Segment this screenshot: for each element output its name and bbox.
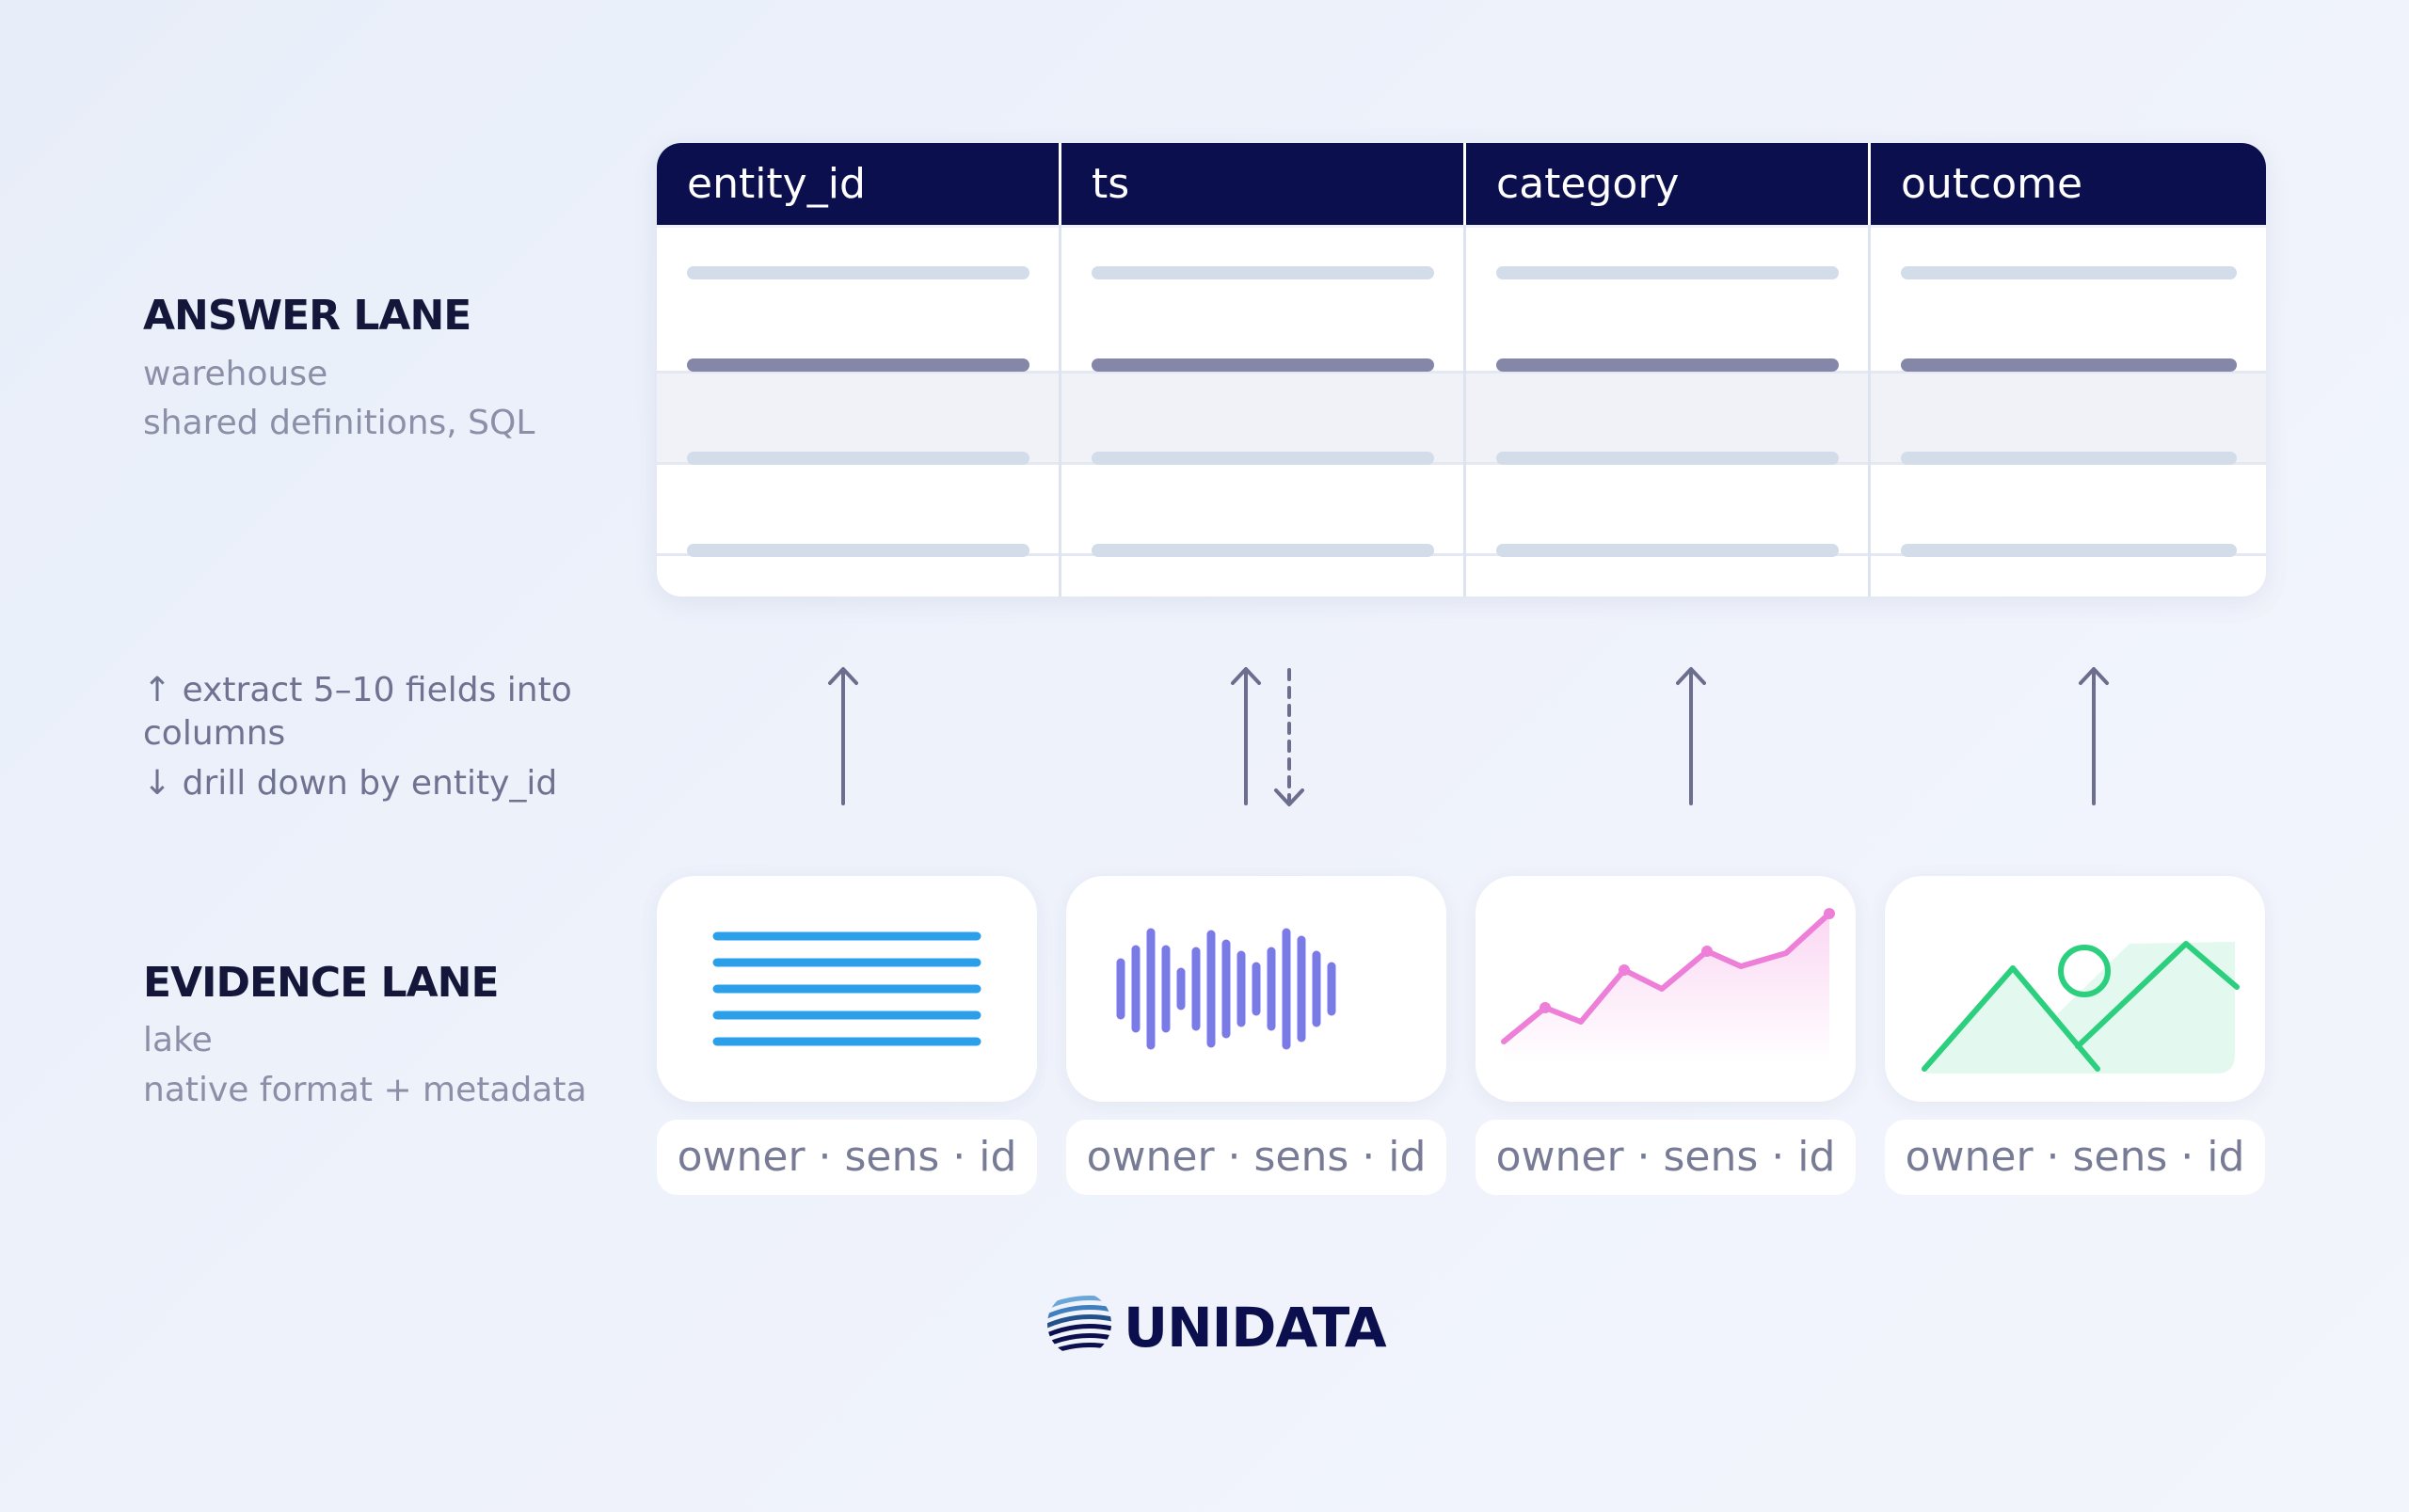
column-divider — [1868, 143, 1871, 597]
metadata-chip: owner · sens · id — [1066, 1120, 1446, 1195]
evidence-card-text — [657, 876, 1037, 1102]
evidence-lane-subtitle-1: lake — [143, 1021, 213, 1059]
cell-placeholder — [1092, 452, 1434, 465]
column-divider — [1463, 143, 1466, 597]
logo-wordmark: UNIDATA — [1124, 1296, 1387, 1360]
cell-placeholder — [1901, 452, 2237, 465]
up-arrow — [2079, 667, 2109, 805]
cell-placeholder — [687, 266, 1029, 279]
cell-placeholder — [1092, 544, 1434, 557]
cell-placeholder — [1901, 266, 2237, 279]
evidence-lane-title: EVIDENCE LANE — [143, 959, 500, 1007]
column-divider — [1059, 143, 1061, 597]
up-arrow — [828, 667, 858, 805]
text-document-icon — [712, 931, 981, 1046]
table-header: entity_id ts category outcome — [657, 143, 2266, 225]
column-header-ts: ts — [1092, 160, 1130, 208]
header-divider — [1463, 143, 1466, 225]
header-divider — [1059, 143, 1061, 225]
row-divider — [657, 371, 2266, 374]
header-divider — [1868, 143, 1871, 225]
line-chart-icon — [1501, 908, 1835, 1064]
cell-placeholder — [1496, 452, 1839, 465]
cell-placeholder-highlighted — [687, 358, 1029, 372]
cell-placeholder — [687, 544, 1029, 557]
cell-placeholder — [1092, 266, 1434, 279]
warehouse-table: entity_id ts category outcome — [657, 143, 2266, 597]
audio-waveform-icon — [1116, 928, 1336, 1050]
cell-placeholder — [1496, 544, 1839, 557]
row-divider — [657, 225, 2266, 228]
evidence-lane-subtitle-2: native format + metadata — [143, 1071, 587, 1109]
drill-down-arrow — [1274, 668, 1304, 806]
up-arrow — [1231, 667, 1261, 805]
column-header-entity-id: entity_id — [687, 160, 866, 208]
image-landscape-icon — [1922, 941, 2240, 1074]
cell-placeholder — [687, 452, 1029, 465]
cell-placeholder-highlighted — [1496, 358, 1839, 372]
up-arrow — [1676, 667, 1706, 805]
cell-placeholder-highlighted — [1901, 358, 2237, 372]
metadata-chip: owner · sens · id — [657, 1120, 1037, 1195]
answer-lane-subtitle-1: warehouse — [143, 355, 328, 393]
flow-note-3: ↓ drill down by entity_id — [143, 764, 558, 803]
metadata-chip: owner · sens · id — [1885, 1120, 2265, 1195]
flow-note-1: ↑ extract 5–10 fields into — [143, 671, 572, 709]
cell-placeholder-highlighted — [1092, 358, 1434, 372]
globe-logo-icon — [1047, 1296, 1111, 1356]
answer-lane-title: ANSWER LANE — [143, 292, 471, 340]
column-header-category: category — [1496, 160, 1680, 208]
metadata-chip: owner · sens · id — [1476, 1120, 1856, 1195]
evidence-card-audio — [1066, 876, 1446, 1102]
evidence-card-chart — [1476, 876, 1856, 1102]
row-divider — [657, 553, 2266, 556]
cell-placeholder — [1901, 544, 2237, 557]
answer-lane-subtitle-2: shared definitions, SQL — [143, 404, 535, 442]
column-header-outcome: outcome — [1901, 160, 2083, 208]
flow-note-2: columns — [143, 714, 286, 753]
cell-placeholder — [1496, 266, 1839, 279]
evidence-card-image — [1885, 876, 2265, 1102]
table-row-highlighted — [657, 374, 2266, 464]
row-divider — [657, 462, 2266, 465]
unidata-logo: UNIDATA — [1043, 1289, 1387, 1364]
